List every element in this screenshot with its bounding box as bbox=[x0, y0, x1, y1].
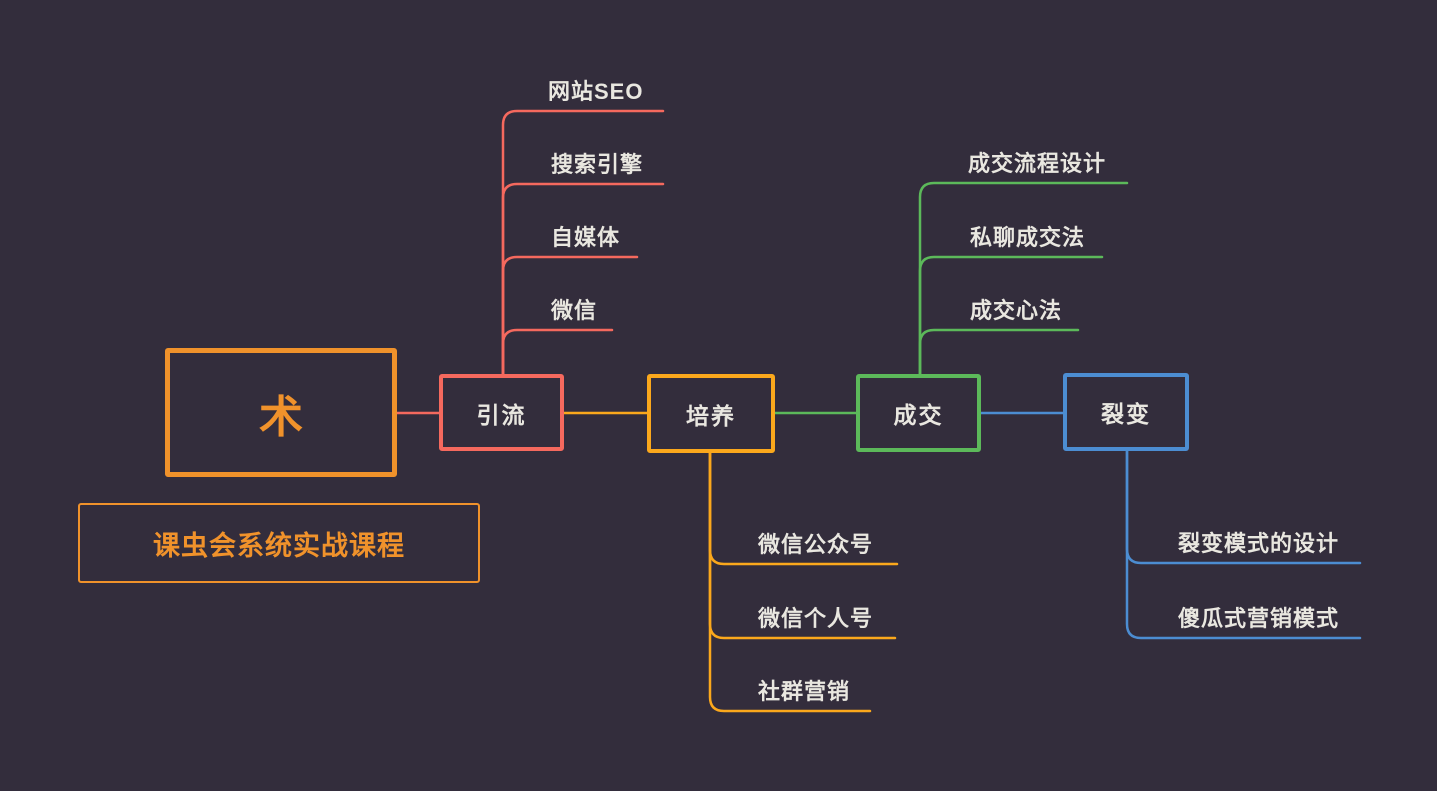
branch-node[interactable]: 微信个人号 bbox=[758, 606, 874, 631]
branch-node[interactable]: 傻瓜式营销模式 bbox=[1178, 606, 1340, 631]
branch-node[interactable]: 搜索引擎 bbox=[551, 152, 644, 177]
branch-node[interactable]: 微信公众号 bbox=[758, 532, 874, 557]
node-chengjiao-label: 成交 bbox=[893, 402, 944, 428]
node-liebian-label: 裂变 bbox=[1101, 401, 1151, 427]
node-liebian[interactable]: 裂变 bbox=[1063, 373, 1189, 451]
branch-node[interactable]: 网站SEO bbox=[548, 79, 644, 104]
branch-line-yinliu-3 bbox=[501, 328, 614, 377]
node-yinliu-label: 引流 bbox=[476, 401, 527, 428]
branch-node[interactable]: 微信 bbox=[551, 298, 598, 323]
branch-node[interactable]: 私聊成交法 bbox=[970, 225, 1086, 250]
branch-node[interactable]: 裂变模式的设计 bbox=[1178, 531, 1340, 556]
node-subtitle[interactable]: 课虫会系统实战课程 bbox=[78, 503, 480, 583]
branch-line-chengjiao-2 bbox=[918, 328, 1080, 376]
node-root-label: 术 bbox=[259, 392, 303, 442]
node-peiyang[interactable]: 培养 bbox=[647, 374, 775, 453]
branch-line-peiyang-2 bbox=[708, 451, 872, 713]
node-yinliu[interactable]: 引流 bbox=[439, 374, 564, 451]
node-subtitle-label: 课虫会系统实战课程 bbox=[153, 530, 405, 561]
branch-node[interactable]: 成交心法 bbox=[970, 298, 1063, 323]
node-chengjiao[interactable]: 成交 bbox=[856, 374, 981, 452]
branch-line-chengjiao-0 bbox=[918, 181, 1129, 376]
branch-node[interactable]: 社群营销 bbox=[758, 679, 851, 704]
branch-node[interactable]: 自媒体 bbox=[551, 225, 621, 250]
branch-line-yinliu-1 bbox=[501, 182, 665, 377]
node-peiyang-label: 培养 bbox=[686, 402, 736, 429]
branch-node[interactable]: 成交流程设计 bbox=[968, 151, 1107, 176]
node-root[interactable]: 术 bbox=[165, 348, 397, 477]
